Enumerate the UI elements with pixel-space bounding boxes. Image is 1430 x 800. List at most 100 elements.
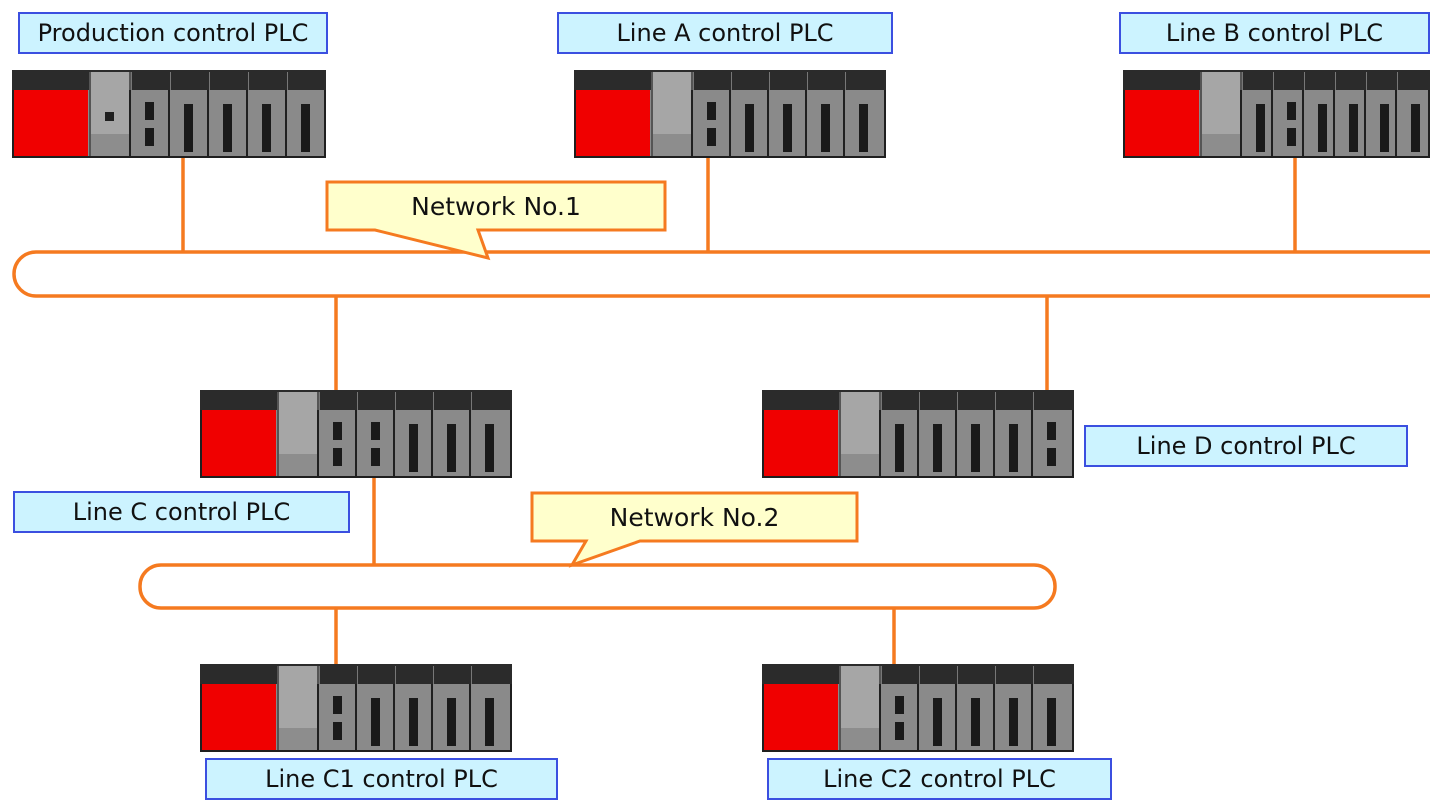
plc-rack-line-b: [1123, 70, 1430, 158]
power-supply-module: [202, 684, 276, 750]
io-module-indicator: [1287, 102, 1296, 120]
io-module-connector: [223, 104, 232, 152]
cpu-module-cover: [279, 666, 317, 728]
io-module-top: [319, 666, 355, 684]
io-module-connector: [933, 698, 942, 746]
plc-label-line-c: Line C control PLC: [13, 491, 350, 533]
io-module-top: [1304, 72, 1333, 90]
cpu-module-cover: [841, 392, 879, 454]
io-module-top: [919, 392, 955, 410]
io-module-slot: [246, 72, 285, 156]
io-module-slot: [1271, 72, 1302, 156]
plc-label-line-b: Line B control PLC: [1119, 12, 1430, 54]
io-module-slot: [1240, 72, 1271, 156]
cpu-module: [277, 666, 319, 750]
io-module-top: [769, 72, 805, 90]
io-module-top: [1335, 72, 1364, 90]
io-module-connector: [1256, 104, 1265, 152]
io-module-top: [731, 72, 767, 90]
io-module-slot: [355, 392, 393, 476]
io-module-slot: [1302, 72, 1333, 156]
cpu-module: [89, 72, 131, 156]
io-module-top: [433, 666, 469, 684]
io-module-slot: [431, 392, 469, 476]
io-module-indicator: [333, 448, 342, 466]
io-module-slot: [1031, 666, 1069, 750]
io-module-connector: [1047, 698, 1056, 746]
io-module-slot: [917, 392, 955, 476]
io-module-connector: [1411, 104, 1420, 152]
cpu-module: [839, 666, 881, 750]
io-module-top: [471, 392, 507, 410]
io-module-slot: [469, 666, 507, 750]
io-module-slot: [1333, 72, 1364, 156]
io-module-slot: [993, 392, 1031, 476]
io-module-slot: [1031, 392, 1069, 476]
io-module-indicator: [707, 128, 716, 146]
io-module-top: [1242, 72, 1271, 90]
io-module-top: [693, 72, 729, 90]
io-module-slot: [1364, 72, 1395, 156]
io-module-slot: [317, 392, 355, 476]
io-module-indicator: [333, 722, 342, 740]
io-module-connector: [371, 698, 380, 746]
power-supply-module: [576, 90, 650, 156]
network-2-bus: [138, 563, 1057, 610]
io-module-connector: [971, 424, 980, 472]
network-2-label: Network No.2: [609, 502, 780, 532]
io-module-top: [357, 392, 393, 410]
plc-label-production: Production control PLC: [18, 12, 328, 54]
io-module-connector: [783, 104, 792, 152]
io-module-indicator: [895, 696, 904, 714]
network-1-callout-shape: [325, 180, 667, 261]
io-module-top: [209, 72, 246, 90]
io-module-top: [131, 72, 168, 90]
cpu-indicator: [105, 112, 114, 121]
network-1-label: Network No.1: [411, 191, 581, 221]
io-module-connector: [485, 424, 494, 472]
plc-rack-line-c1: [200, 664, 512, 752]
io-module-top: [433, 392, 469, 410]
io-module-top: [995, 392, 1031, 410]
io-module-connector: [1349, 104, 1358, 152]
power-supply-module: [1125, 90, 1199, 156]
io-module-slot: [805, 72, 843, 156]
io-module-slot: [879, 666, 917, 750]
io-module-indicator: [145, 102, 154, 120]
plc-label-line-c1: Line C1 control PLC: [205, 758, 558, 800]
io-module-top: [1033, 666, 1069, 684]
io-module-connector: [409, 424, 418, 472]
plc-rack-production: [12, 70, 326, 158]
io-module-top: [957, 392, 993, 410]
io-module-top: [395, 666, 431, 684]
io-module-slot: [917, 666, 955, 750]
cpu-module-cover: [279, 392, 317, 454]
io-module-top: [881, 392, 917, 410]
plc-label-line-c2: Line C2 control PLC: [767, 758, 1112, 800]
io-module-indicator: [371, 422, 380, 440]
io-module-slot: [955, 392, 993, 476]
io-module-connector: [409, 698, 418, 746]
io-module-slot: [317, 666, 355, 750]
io-module-top: [248, 72, 285, 90]
cpu-module: [277, 392, 319, 476]
cpu-module-cover: [653, 72, 691, 134]
plc-rack-line-a: [574, 70, 886, 158]
cpu-module-cover: [91, 72, 129, 134]
power-supply-module: [764, 410, 838, 476]
io-module-connector: [447, 424, 456, 472]
io-module-indicator: [333, 422, 342, 440]
io-module-connector: [1009, 698, 1018, 746]
io-module-slot: [955, 666, 993, 750]
plc-rack-line-c2: [762, 664, 1074, 752]
io-module-slot: [879, 392, 917, 476]
io-module-connector: [1380, 104, 1389, 152]
io-module-slot: [469, 392, 507, 476]
power-supply-module: [14, 90, 88, 156]
io-module-connector: [1318, 104, 1327, 152]
io-module-slot: [993, 666, 1031, 750]
io-module-slot: [729, 72, 767, 156]
io-module-connector: [301, 104, 310, 152]
io-module-slot: [355, 666, 393, 750]
